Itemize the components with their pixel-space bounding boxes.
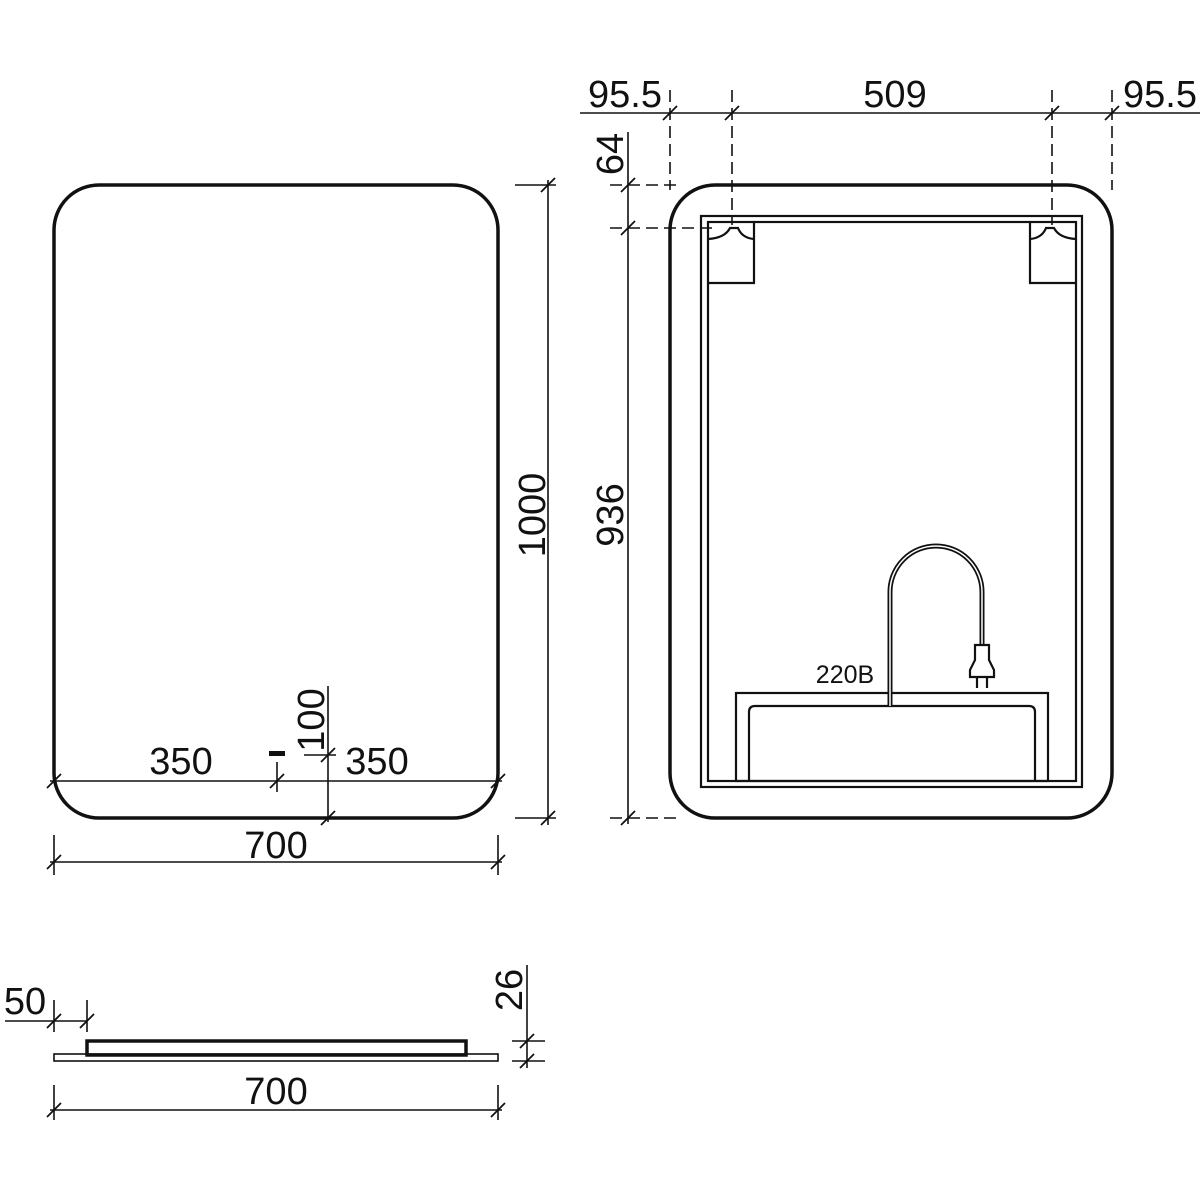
frame-outer — [699, 214, 1084, 789]
mirror-back-outline — [668, 183, 1114, 820]
touch-switch-icon — [269, 751, 285, 756]
thickness-dimension: 26 — [489, 965, 545, 1069]
width-dimension: 700 — [46, 825, 506, 875]
voltage-label: 220B — [816, 661, 874, 689]
back-view: 220B 95.5 509 95.5 64 936 — [580, 74, 1200, 826]
right-margin-label: 95.5 — [1123, 74, 1197, 116]
button-height-label: 100 — [291, 688, 333, 751]
frame-profile — [85, 1039, 468, 1057]
top-dimensions: 95.5 509 95.5 — [580, 74, 1200, 225]
inset-label: 50 — [4, 981, 46, 1023]
power-cable: 220B — [816, 543, 996, 706]
top-offset-label: 64 — [590, 133, 632, 175]
left-dimensions: 64 936 — [590, 132, 712, 826]
left-margin-label: 95.5 — [588, 74, 662, 116]
right-offset-label: 350 — [345, 741, 408, 783]
height-dimension: 1000 — [512, 177, 556, 826]
frame-height-label: 936 — [590, 483, 632, 546]
height-label: 1000 — [512, 473, 554, 558]
width-label: 700 — [244, 825, 307, 867]
switch-height-dimension: 100 — [291, 686, 336, 826]
mirror-outline — [52, 183, 500, 820]
side-width-label: 700 — [244, 1071, 307, 1113]
power-box — [734, 691, 1050, 783]
switch-position-dimension: 350 350 — [46, 741, 506, 792]
left-offset-label: 350 — [149, 741, 212, 783]
side-view: 50 26 700 — [4, 965, 545, 1120]
inset-dimension: 50 — [4, 981, 95, 1032]
front-view: 1000 700 350 350 100 — [46, 177, 556, 875]
hanger-left — [707, 222, 756, 285]
hanger-right — [1028, 222, 1077, 285]
side-width-dimension: 700 — [46, 1071, 506, 1120]
plug-icon — [968, 643, 996, 679]
hanger-spacing-label: 509 — [863, 74, 926, 116]
thickness-label: 26 — [489, 969, 531, 1011]
